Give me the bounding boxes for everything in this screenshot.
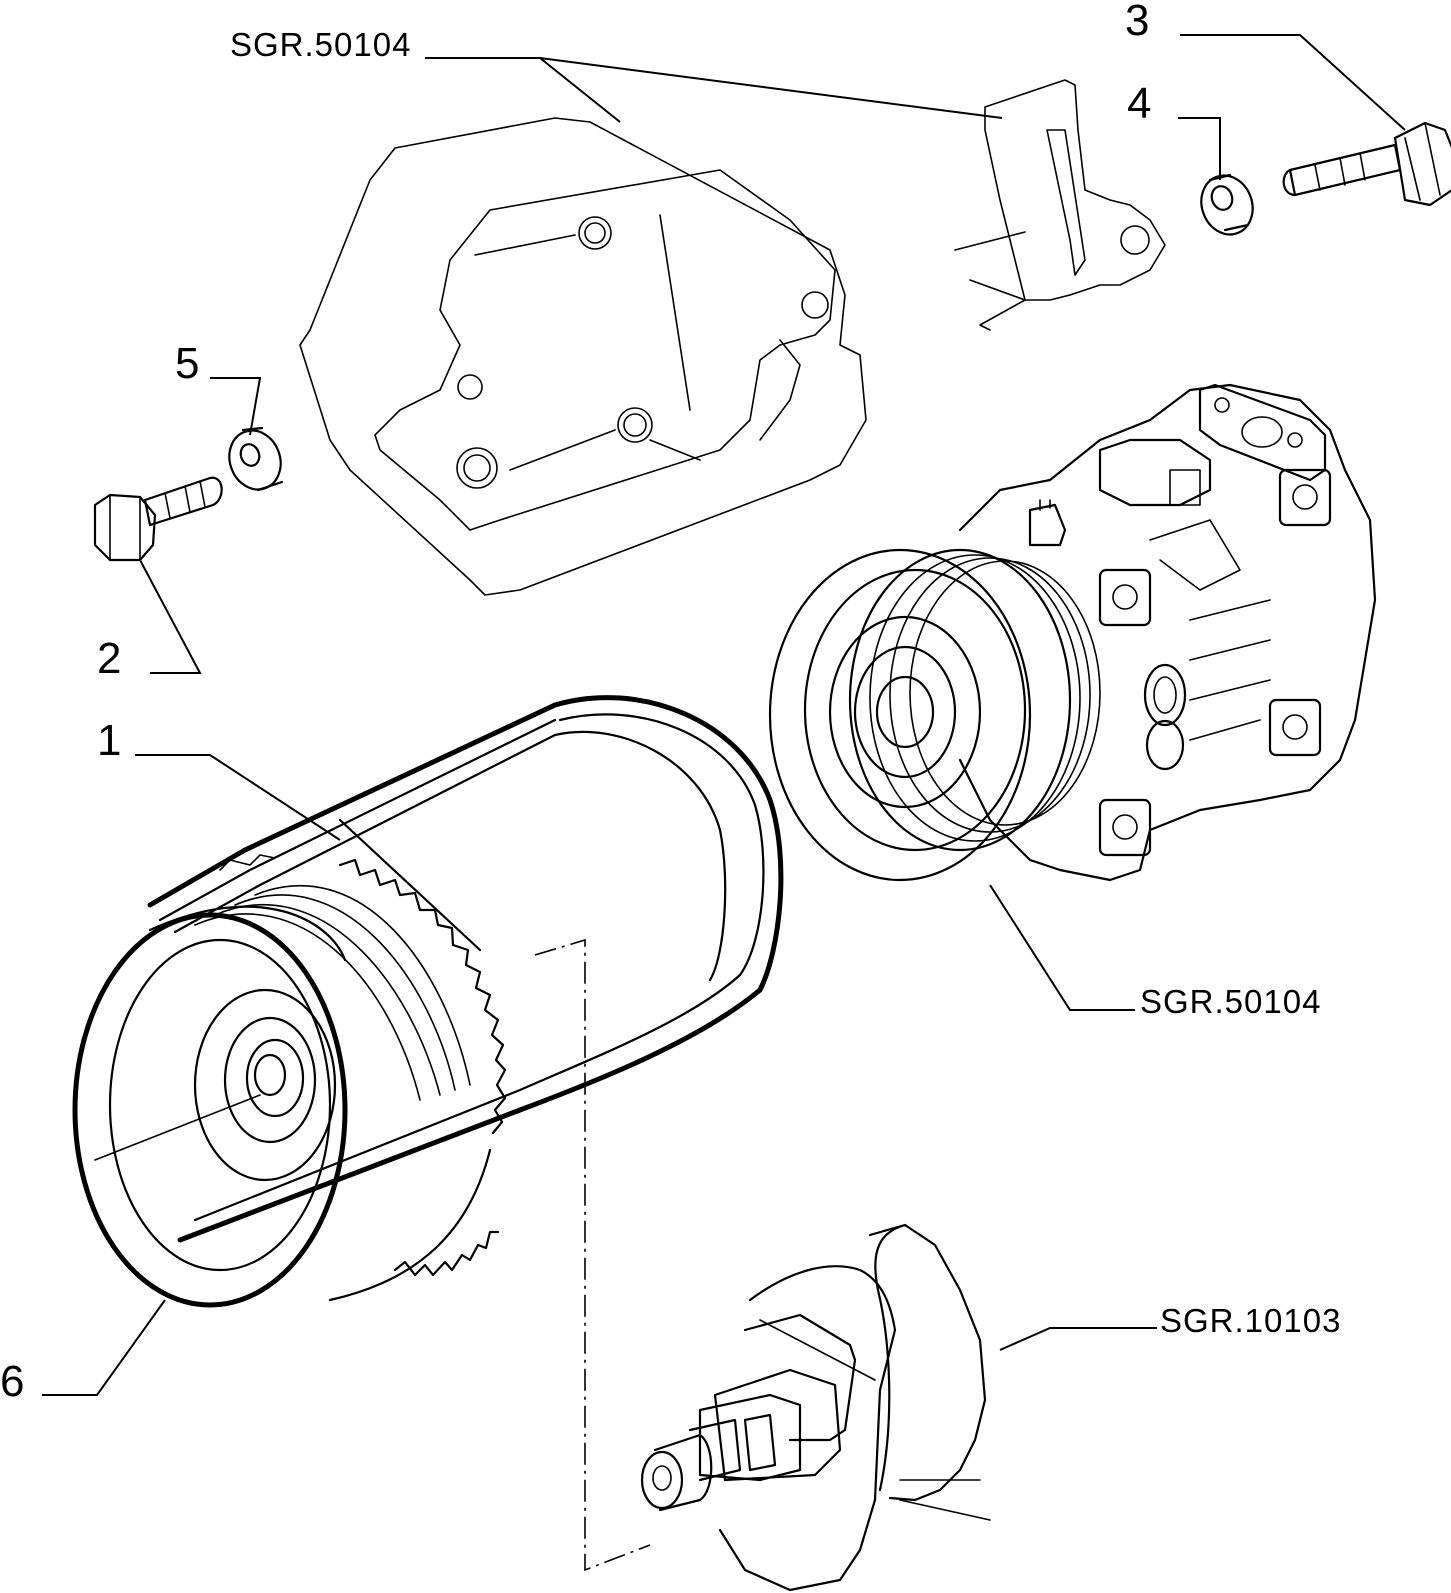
callout-6: 6 [0, 1357, 24, 1406]
callout-2: 2 [97, 634, 121, 683]
ac-compressor [768, 383, 1377, 882]
callout-1: 1 [97, 716, 121, 765]
bracket-plate [954, 79, 1166, 331]
washer-4 [1200, 173, 1254, 236]
callout-3: 3 [1125, 0, 1149, 45]
leader-lines [42, 34, 1406, 1396]
washer-5 [228, 426, 284, 492]
callout-4: 4 [1127, 79, 1151, 128]
centerline [534, 938, 651, 1572]
crank-pulley [72, 854, 507, 1308]
ref-compressor: SGR.50104 [1140, 983, 1321, 1020]
crankshaft [640, 1223, 991, 1592]
callout-5: 5 [175, 339, 199, 388]
bolt-2 [93, 476, 223, 562]
bolt-3 [1282, 121, 1451, 207]
ref-crankshaft: SGR.10103 [1160, 1302, 1341, 1339]
ref-bracket: SGR.50104 [230, 26, 411, 63]
mounting-bracket [299, 117, 867, 596]
belt [147, 695, 784, 1243]
